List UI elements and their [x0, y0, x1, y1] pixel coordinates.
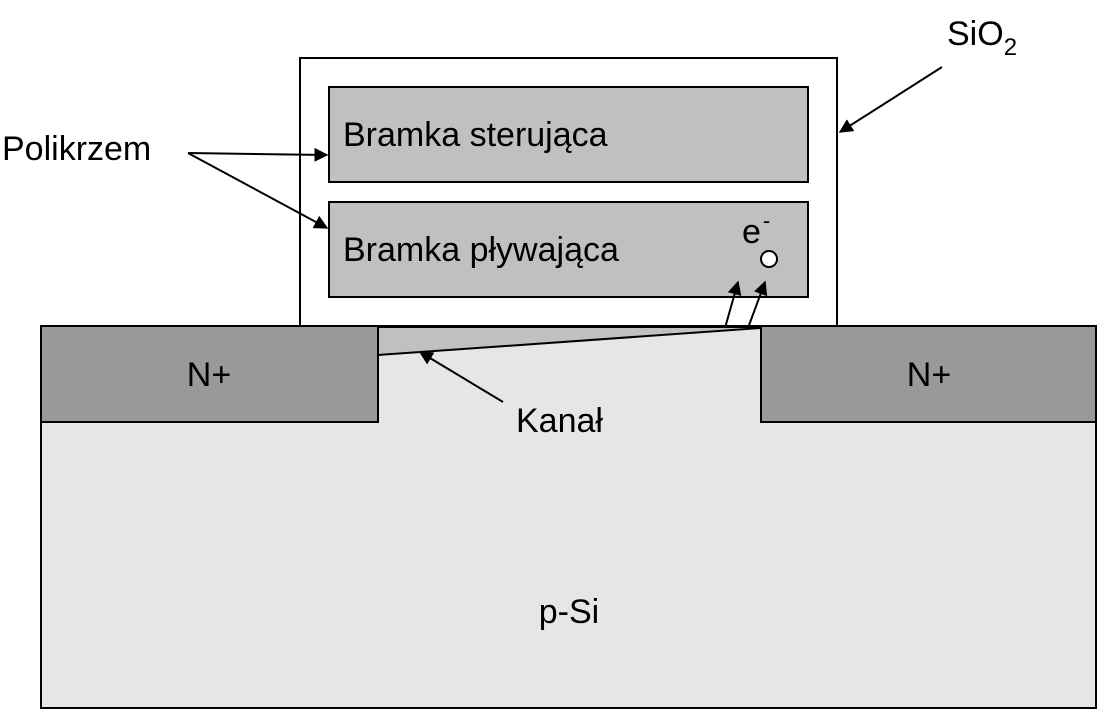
source-region — [40, 325, 379, 423]
control-gate — [328, 86, 809, 183]
oxide-label-sub: 2 — [1004, 34, 1017, 61]
channel-label: Kanał — [516, 402, 603, 440]
floating-gate-label: Bramka pływająca — [343, 231, 619, 269]
oxide-label: SiO2 — [947, 15, 1017, 61]
control-gate-label: Bramka sterująca — [343, 116, 608, 154]
injection-arrow-left — [724, 280, 742, 329]
drain-label: N+ — [907, 356, 951, 394]
drain-region — [760, 325, 1097, 423]
channel-arrow — [418, 351, 504, 403]
injection-arrow-right — [747, 280, 768, 329]
electron-label-sup: - — [763, 208, 770, 233]
substrate-label: p-Si — [539, 593, 599, 631]
oxide-label-base: SiO — [947, 15, 1004, 53]
polysilicon-arrow-control-gate — [187, 147, 329, 162]
electron-icon — [760, 250, 778, 268]
channel-region — [377, 326, 762, 357]
electron-label: e- — [742, 208, 770, 251]
polysilicon-arrow-floating-gate — [187, 152, 329, 229]
electron-label-base: e — [742, 213, 761, 251]
polysilicon-label: Polikrzem — [2, 130, 151, 168]
oxide-arrow — [838, 66, 943, 133]
source-label: N+ — [187, 356, 231, 394]
